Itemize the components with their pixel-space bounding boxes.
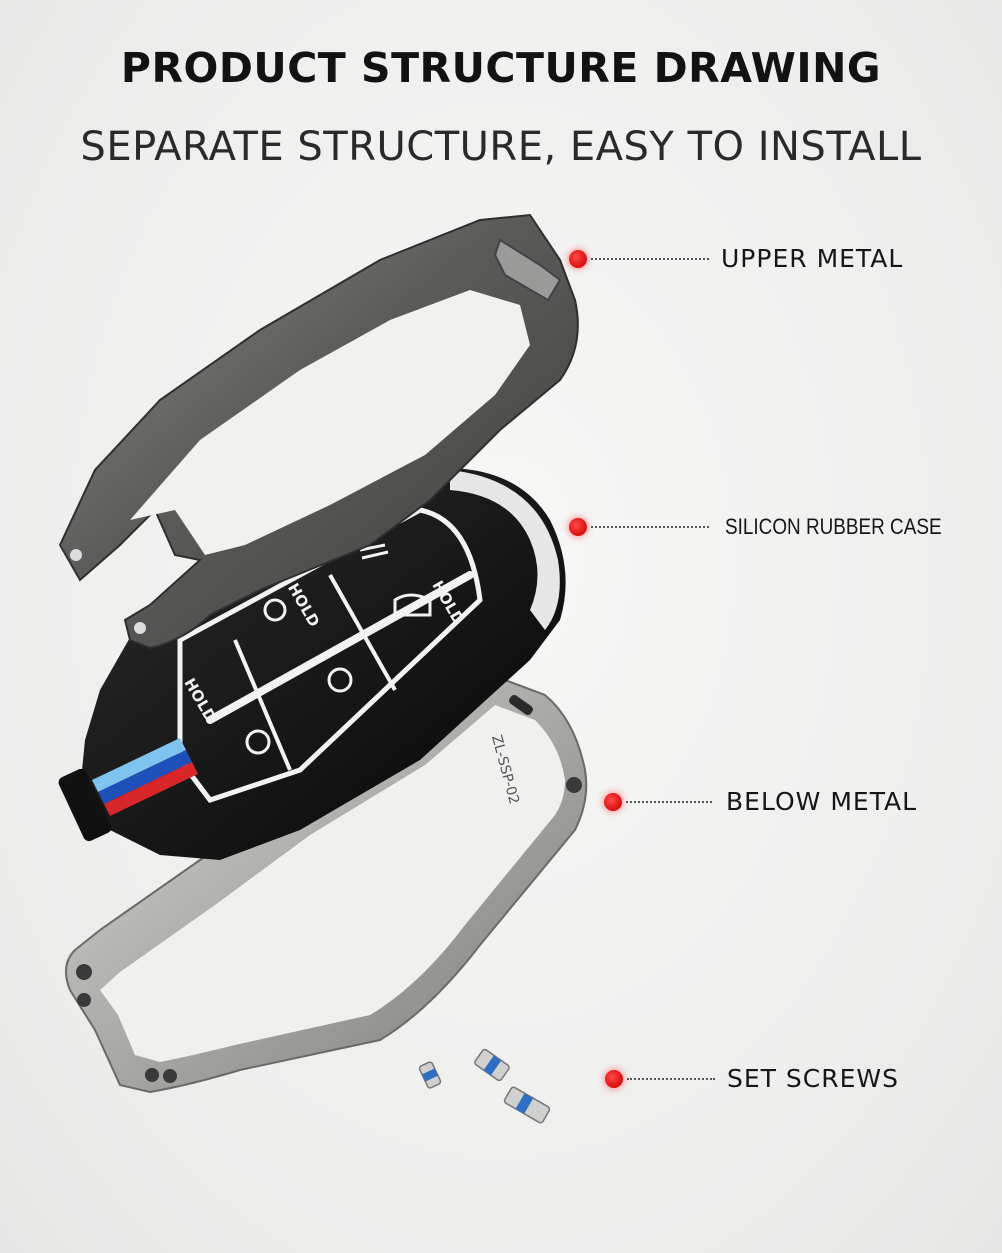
silicon-rubber-case: HOLD HOLD HOLD (58, 468, 566, 860)
callout-dot (569, 250, 587, 268)
callout-label: BELOW METAL (726, 787, 918, 816)
leader-line (626, 801, 712, 803)
leader-line (591, 258, 709, 260)
leader-line (627, 1078, 715, 1080)
callout-set-screws: SET SCREWS (605, 1064, 945, 1094)
callout-label: SILICON RUBBER CASE (725, 514, 942, 539)
callout-dot (604, 793, 622, 811)
callout-below-metal: BELOW METAL (604, 787, 964, 817)
callout-silicon-rubber-case: SILICON RUBBER CASE (569, 512, 949, 542)
leader-line (591, 526, 709, 528)
page-subtitle: SEPARATE STRUCTURE, EASY TO INSTALL (80, 124, 922, 170)
callout-label: SET SCREWS (727, 1064, 899, 1093)
set-screws (418, 1048, 551, 1124)
callout-dot (569, 518, 587, 536)
callout-label: UPPER METAL (721, 244, 904, 273)
below-metal-frame: ZL-SSP-02 (65, 678, 588, 1094)
page-title: PRODUCT STRUCTURE DRAWING (120, 44, 882, 92)
callout-upper-metal: UPPER METAL (569, 244, 929, 274)
tricolor-stripe (92, 738, 198, 816)
callout-dot (605, 1070, 623, 1088)
upper-metal-shell (58, 213, 579, 650)
